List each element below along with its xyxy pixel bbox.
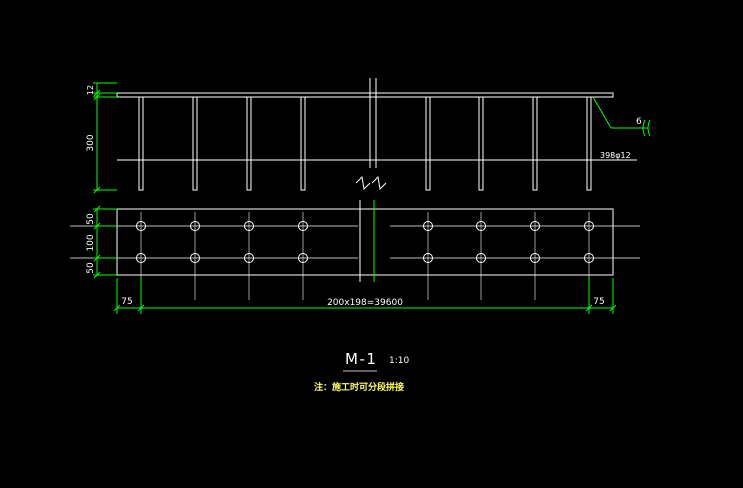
weld-size-label: 6 xyxy=(636,117,642,127)
dim-tick xyxy=(93,186,101,194)
stud-bar xyxy=(192,96,198,191)
stud-callout-label: 398φ12 xyxy=(600,151,631,160)
drawing-note: 注：施工时可分段拼接 xyxy=(314,381,404,393)
dim-tick xyxy=(93,271,101,279)
stud-hole xyxy=(298,253,308,263)
plate-elevation xyxy=(116,92,614,98)
dim-plate-thickness: 12 xyxy=(86,85,95,95)
stud-hole xyxy=(584,253,594,263)
dim-left-end: 75 xyxy=(121,297,132,307)
stud-bar xyxy=(425,96,431,191)
weld-symbol-icon xyxy=(642,119,651,137)
stud-hole xyxy=(584,221,594,231)
stud-hole xyxy=(476,221,486,231)
stud-hole xyxy=(136,253,146,263)
stud-hole xyxy=(190,253,200,263)
weld-leader xyxy=(592,96,612,129)
stud-hole xyxy=(423,253,433,263)
dim-tick xyxy=(113,304,121,312)
stud-hole xyxy=(476,253,486,263)
stud-hole xyxy=(530,221,540,231)
plate-plan xyxy=(116,208,614,276)
dim-right-end: 75 xyxy=(593,297,604,307)
stud-hole xyxy=(423,221,433,231)
stud-bar xyxy=(246,96,252,191)
stud-hole xyxy=(244,253,254,263)
stud-hole xyxy=(136,221,146,231)
dim-tick xyxy=(93,89,101,97)
dim-tick xyxy=(93,205,101,213)
dim-tick xyxy=(137,304,145,312)
stud-bar xyxy=(478,96,484,191)
dimension-lines xyxy=(93,82,617,314)
dim-top-edge: 50 xyxy=(86,213,96,225)
dim-row-spacing: 100 xyxy=(86,234,96,251)
dim-tick xyxy=(93,254,101,262)
stud-bar xyxy=(300,96,306,191)
drawing-title: M-1 xyxy=(345,350,377,368)
dim-tick xyxy=(585,304,593,312)
dim-tick xyxy=(609,304,617,312)
stud-hole xyxy=(244,221,254,231)
stud-group xyxy=(138,96,592,191)
dim-span: 200x198=39600 xyxy=(327,298,403,308)
plate-geometry xyxy=(70,78,651,300)
break-symbol-right xyxy=(371,175,387,191)
stud-hole xyxy=(298,221,308,231)
stud-bar xyxy=(138,96,144,191)
dim-stud-length: 300 xyxy=(86,134,96,151)
dim-bottom-edge: 50 xyxy=(86,262,96,274)
stud-bar xyxy=(532,96,538,191)
dim-tick xyxy=(93,93,101,101)
dim-tick xyxy=(93,222,101,230)
break-symbol-left xyxy=(355,175,371,191)
stud-hole xyxy=(530,253,540,263)
stud-bar xyxy=(586,96,592,191)
stud-hole xyxy=(190,221,200,231)
drawing-scale: 1:10 xyxy=(389,356,409,366)
stud-hole-group xyxy=(136,221,594,263)
